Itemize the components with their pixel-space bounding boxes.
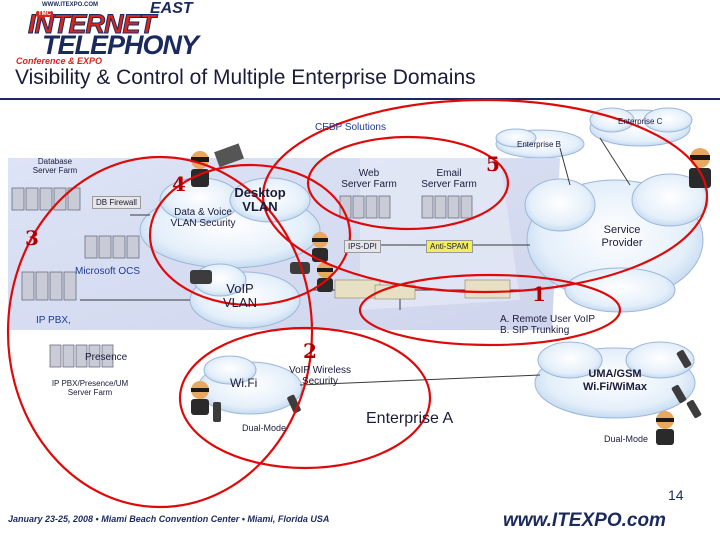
db-firewall-label: DB Firewall <box>92 196 141 209</box>
anti-spam-label: Anti-SPAM <box>426 240 473 253</box>
event-footer: January 23-25, 2008 • Miami Beach Conven… <box>8 514 330 524</box>
uma-label: UMA/GSM Wi.Fi/WiMax <box>583 368 647 393</box>
remote-user-label: A. Remote User VoIP B. SIP Trunking <box>500 314 596 336</box>
data-voice-security-label: Data & Voice VLAN Security <box>170 207 236 229</box>
slide-title: Visibility & Control of Multiple Enterpr… <box>15 66 476 89</box>
hacker-figures <box>191 143 711 445</box>
voip-wireless-label: VoIP Wireless Security <box>288 365 352 387</box>
cebp-solutions-label: CEBP Solutions <box>315 122 386 133</box>
enterprise-a-label: Enterprise A <box>366 410 454 427</box>
logo-line-3: Conference & EXPO <box>16 56 103 66</box>
dual-mode-label-2: Dual-Mode <box>604 434 649 444</box>
email-farm-label: Email Server Farm <box>421 168 477 190</box>
marker-3: 3 <box>25 226 39 250</box>
ip-pbx-label: IP PBX, <box>36 315 71 326</box>
connection-lines <box>80 137 631 386</box>
web-farm-label: Web Server Farm <box>341 168 397 190</box>
database-farm-label: Database Server Farm <box>32 157 78 175</box>
enterprise-c-label: Enterprise C <box>618 117 663 126</box>
wifi-cloud <box>197 355 303 415</box>
website-link[interactable]: www.ITEXPO.com <box>503 510 666 531</box>
logo-tmc: TMC <box>36 11 53 17</box>
logo-line-2: TELEPHONY <box>42 30 199 60</box>
desktop-vlan-label: Desktop VLAN <box>234 185 286 214</box>
microsoft-ocs-label: Microsoft OCS <box>75 266 141 277</box>
enterprise-b-label: Enterprise B <box>517 140 562 149</box>
service-provider-label: Service Provider <box>601 224 643 249</box>
logo-east: EAST <box>150 0 193 17</box>
uma-cloud <box>534 341 696 419</box>
marker-1: 1 <box>532 282 546 306</box>
logo-url: WWW.ITEXPO.COM <box>42 2 98 8</box>
appliance-boxes <box>334 279 511 300</box>
voip-vlan-label: VoIP VLAN <box>223 281 257 310</box>
ip-pbx-farm-label: IP PBX/Presence/UM Server Farm <box>51 379 129 397</box>
title-divider <box>0 98 720 100</box>
wifi-label: Wi.Fi <box>230 376 258 390</box>
marker-2: 2 <box>303 339 317 363</box>
domain-ellipses <box>6 98 709 509</box>
page-number: 14 <box>668 487 684 503</box>
marker-5: 5 <box>486 152 500 176</box>
dual-mode-label-1: Dual-Mode <box>242 423 287 433</box>
ips-dpi-label: IPS-DPI <box>344 240 381 253</box>
server-stacks <box>11 187 473 368</box>
presence-label: Presence <box>85 352 128 363</box>
phones <box>190 262 702 422</box>
desktop-vlan-cloud <box>139 177 321 269</box>
itexpo-logo: WWW.ITEXPO.COM EAST INTERNET TMC TELEPHO… <box>0 0 205 68</box>
marker-4: 4 <box>172 172 186 196</box>
